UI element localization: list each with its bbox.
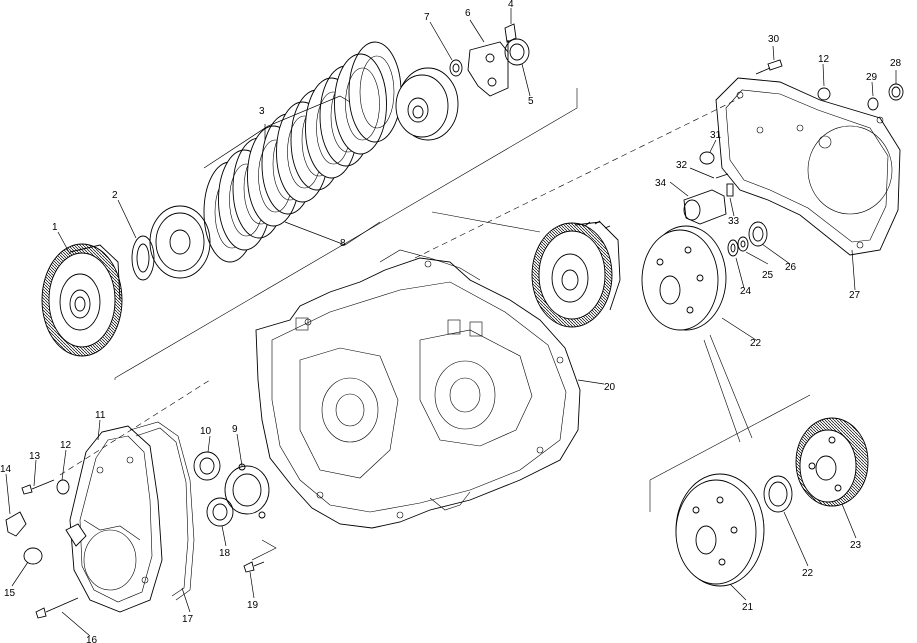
hub-21 [675,473,765,587]
callout-17: 17 [182,614,194,625]
cover-27 [715,77,901,256]
washer-12 [817,87,831,101]
crankcase-20 [255,249,581,529]
washer-25 [737,236,749,252]
gear-center [531,220,621,328]
gear-1 [41,243,123,357]
leader-lines [5,8,897,637]
callout-14: 14 [0,464,12,475]
callout-2: 2 [112,190,118,201]
clutch-hub [395,67,459,141]
sensor-34 [683,189,727,225]
seal-5 [504,38,530,66]
callout-23: 23 [850,540,862,551]
cover-11 [65,425,163,613]
callout-24: 24 [740,286,752,297]
callout-5: 5 [528,96,534,107]
gear-23 [795,417,869,507]
plug-28 [888,83,904,101]
callout-8: 8 [340,238,346,249]
callout-30: 30 [768,34,780,45]
washer-29 [867,97,879,111]
bolt-30 [755,59,783,75]
callout-3: 3 [259,106,265,117]
callout-1: 1 [52,222,58,233]
callout-22-upper: 22 [750,338,762,349]
callout-26: 26 [785,262,797,273]
callout-6: 6 [465,8,471,19]
bracket-6 [467,41,509,97]
bushing-31 [699,151,715,165]
callout-12-right: 12 [818,54,830,65]
bolt-16 [35,597,79,619]
callout-19: 19 [247,600,259,611]
callout-27: 27 [849,290,861,301]
gasket-9 [224,463,270,519]
seal-10 [193,451,221,481]
axis-lines [59,88,811,512]
cap-14 [5,511,27,537]
ring-2 [131,235,155,281]
bearing-26 [748,221,768,247]
callout-10: 10 [200,426,212,437]
gasket-17 [129,421,195,601]
callout-34: 34 [655,178,667,189]
callout-32: 32 [676,160,688,171]
plate [149,205,211,279]
callout-9: 9 [232,424,238,435]
clutch-plate-bore [345,67,380,141]
oring-15 [23,547,43,565]
bolt-13 [21,479,55,495]
callout-12-left: 12 [60,440,72,451]
callout-21: 21 [742,602,754,613]
bearing-18 [206,497,234,527]
pin-33 [726,183,734,197]
spring-7 [449,59,463,77]
callout-33: 33 [728,216,740,227]
bolt-19 [243,539,277,573]
callout-16: 16 [86,635,98,643]
washer-24 [727,239,739,257]
clutch-plate-bore [359,55,395,129]
callout-15: 15 [4,588,16,599]
callout-11: 11 [95,410,106,421]
callout-29: 29 [866,72,878,83]
washer-12-left [56,479,70,495]
callout-25: 25 [762,270,774,281]
hub-22 [641,225,727,331]
hub-22-lower [763,475,793,513]
callout-22-lower: 22 [802,568,814,579]
callout-20: 20 [604,382,616,393]
pin-32 [715,173,729,179]
clutch-plate [334,53,387,155]
callout-31: 31 [710,130,722,141]
clutch-pack-3 [203,41,402,263]
screw-4 [504,23,517,56]
callout-4: 4 [508,0,514,10]
callout-13: 13 [29,451,41,462]
callout-7: 7 [424,12,430,23]
callout-28: 28 [890,58,902,69]
callout-18: 18 [219,548,231,559]
